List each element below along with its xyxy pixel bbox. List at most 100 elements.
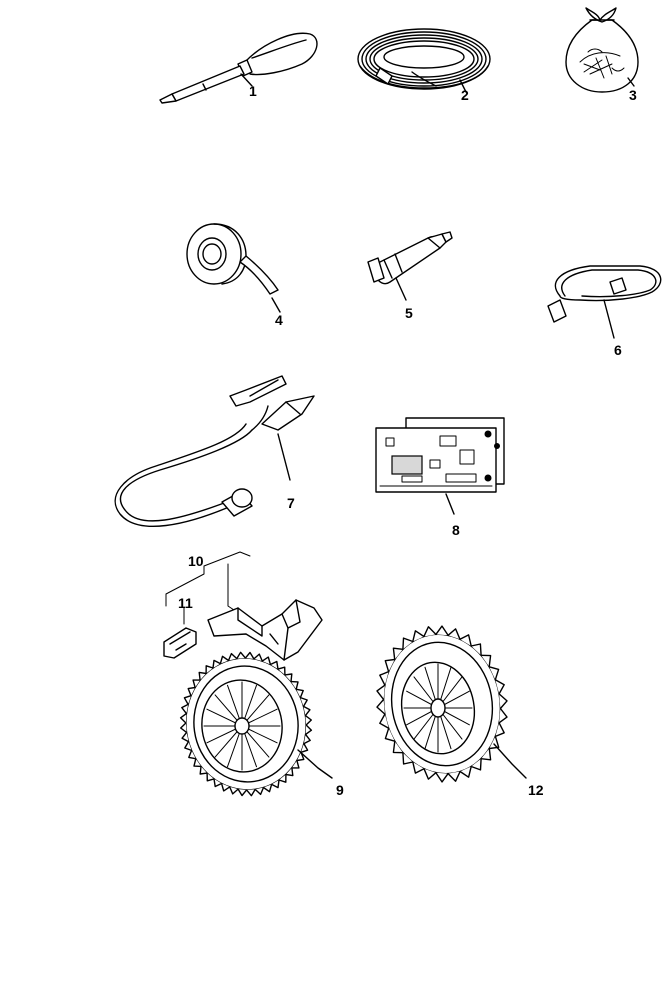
leader-lines: [165, 551, 251, 625]
wheel-tooth: [261, 656, 272, 665]
callout-12: 12: [528, 782, 544, 798]
wheel-spike: [402, 637, 414, 650]
callout-2: 2: [461, 87, 469, 103]
wheel-icon: [179, 651, 333, 797]
wheel-spike: [392, 647, 403, 660]
wheel-spike: [423, 626, 437, 637]
wheel-spike: [489, 736, 500, 750]
wheel-spike: [470, 758, 482, 771]
wheel-spike: [423, 768, 437, 780]
wheel-tooth: [284, 673, 293, 682]
callout-7: 7: [287, 495, 295, 511]
wheel-tooth: [277, 666, 286, 675]
wheel-spike: [412, 630, 425, 642]
wheel-tooth: [219, 655, 229, 664]
wheel-tooth: [236, 651, 246, 659]
wheel-tooth: [229, 786, 239, 795]
wheel-tooth: [199, 766, 208, 775]
callout-8: 8: [452, 522, 460, 538]
ribbon-cable-icon: [547, 265, 662, 339]
callout-11: 11: [178, 595, 193, 611]
bracket-icon: [207, 599, 323, 661]
wheel-tooth: [303, 733, 311, 745]
wheel-spike: [379, 670, 389, 686]
wheel-spike: [489, 666, 500, 681]
wheel-tooth: [263, 784, 273, 793]
wheel-spike: [498, 693, 508, 709]
wheel-tooth: [180, 722, 188, 733]
wheel-tooth: [244, 651, 255, 660]
wheel-tooth: [187, 686, 196, 696]
wheel-tooth: [179, 713, 187, 724]
wheel-tooth: [183, 695, 192, 705]
clip-cable-icon: [114, 375, 315, 527]
callout-9: 9: [336, 782, 344, 798]
wheel-tooth: [212, 659, 221, 669]
wheel-spike: [402, 752, 413, 765]
wheel-spiked-icon: [376, 625, 527, 783]
wheel-spike: [471, 643, 482, 656]
wheel-tooth: [304, 715, 312, 726]
callout-4: 4: [275, 312, 283, 328]
wheel-tooth: [296, 688, 304, 698]
wheel-spike: [384, 727, 395, 742]
wheel-tooth: [184, 741, 192, 752]
wheel-spike: [481, 748, 492, 761]
wheel-tooth: [253, 653, 263, 662]
callout-10: 10: [188, 553, 204, 569]
wheel-tooth: [188, 750, 196, 760]
wheel-tooth: [237, 788, 248, 797]
wheel-tooth: [300, 743, 309, 753]
parts-bag-icon: [565, 7, 639, 93]
grease-tube-icon: [367, 231, 453, 301]
wheel-tooth: [270, 660, 279, 670]
wheel-tooth: [205, 665, 214, 674]
callout-1: 1: [249, 83, 257, 99]
wheel-spike: [376, 699, 386, 715]
wheel-tooth: [305, 724, 313, 735]
wheel-spike: [459, 766, 472, 778]
wheel-tooth: [198, 671, 207, 681]
wheel-tooth: [213, 778, 222, 788]
wheel-tooth: [192, 679, 201, 688]
wheel-spike: [379, 713, 390, 729]
wheel-tooth: [291, 760, 300, 769]
wheel-tooth: [227, 652, 238, 661]
wheel-tooth: [206, 773, 215, 782]
wheel-tooth: [193, 758, 202, 768]
callout-5: 5: [405, 305, 413, 321]
wheel-tooth: [181, 703, 189, 715]
tape-roll-icon: [186, 223, 281, 313]
wheel-tooth: [271, 779, 280, 789]
wheel-spike: [435, 625, 449, 636]
wheel-spike: [435, 772, 449, 783]
screwdriver-icon: [159, 32, 318, 104]
wheel-tooth: [303, 705, 311, 717]
wheel-spike: [412, 761, 425, 774]
wheel-spike: [494, 679, 505, 695]
wheel-spike: [392, 741, 403, 754]
wheel-tooth: [300, 696, 308, 707]
wheel-spike: [498, 708, 508, 724]
cable-coil-icon: [357, 28, 491, 93]
wheel-spike: [481, 654, 492, 667]
wheel-spike: [376, 684, 386, 700]
wheel-tooth: [181, 731, 189, 743]
callout-6: 6: [614, 342, 622, 358]
wheel-spike: [384, 658, 395, 672]
wheel-tooth: [285, 767, 294, 777]
wheel-tooth: [296, 752, 305, 762]
circuit-board-icon: [375, 417, 505, 515]
wheel-tooth: [290, 680, 299, 690]
wheel-spike: [447, 628, 461, 640]
callout-3: 3: [629, 87, 637, 103]
wheel-tooth: [246, 789, 256, 797]
clip-icon: [163, 627, 197, 659]
wheel-spike: [459, 634, 472, 647]
wheel-tooth: [254, 787, 265, 796]
wheel-spike: [495, 722, 505, 738]
wheel-tooth: [278, 774, 287, 783]
wheel-tooth: [220, 783, 231, 792]
wheel-spike: [447, 771, 461, 782]
